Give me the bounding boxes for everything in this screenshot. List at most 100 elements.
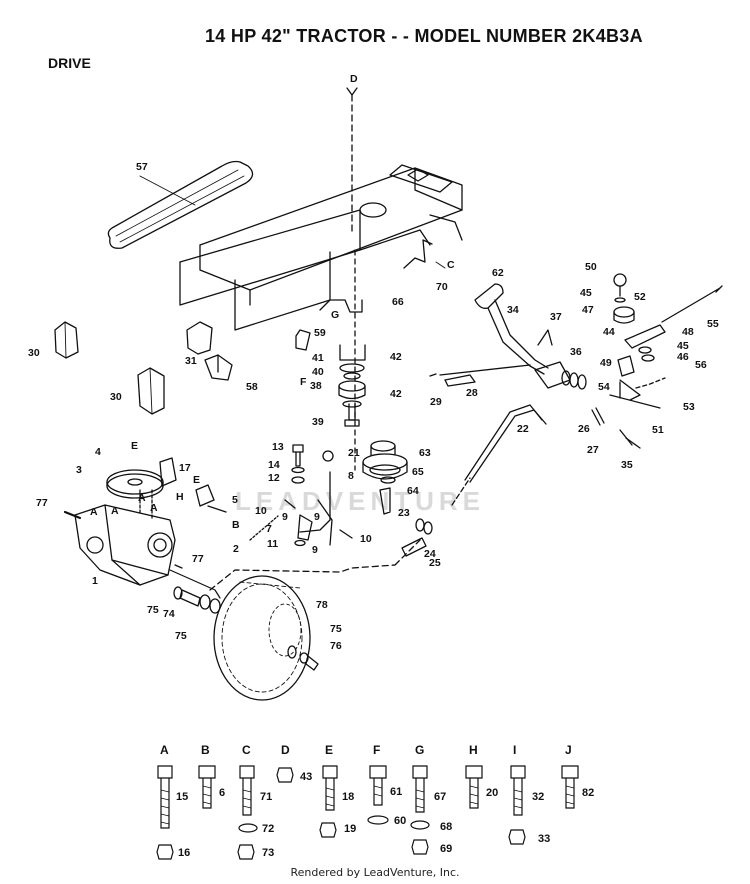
callout-A: A (138, 492, 146, 504)
callout-45: 45 (580, 287, 592, 299)
callout-46: 46 (677, 351, 689, 363)
callout-36: 36 (570, 346, 582, 358)
callout-14: 14 (268, 459, 280, 471)
hardware-bolt-20: 20 (486, 787, 498, 799)
callout-57: 57 (136, 161, 148, 173)
hardware-letter-H: H (469, 743, 478, 757)
callout-47: 47 (582, 304, 594, 316)
callout-A: A (90, 506, 98, 518)
hardware-bolt-6: 6 (219, 787, 225, 799)
callout-54: 54 (598, 381, 610, 393)
callout-G: G (331, 309, 339, 321)
callout-22: 22 (517, 423, 529, 435)
callout-3: 3 (76, 464, 82, 476)
callout-62: 62 (492, 267, 504, 279)
callout-63: 63 (419, 447, 431, 459)
callout-39: 39 (312, 416, 324, 428)
callout-42: 42 (390, 351, 402, 363)
footer-credit: Rendered by LeadVenture, Inc. (290, 866, 460, 879)
watermark: LEADVENTURE (235, 486, 486, 516)
hardware-letter-I: I (513, 743, 516, 757)
callout-74: 74 (163, 608, 175, 620)
callout-42: 42 (390, 388, 402, 400)
hardware-bolt-61: 61 (390, 786, 402, 798)
callout-51: 51 (652, 424, 664, 436)
hardware-nut-19: 19 (344, 823, 356, 835)
callout-34: 34 (507, 304, 519, 316)
callout-26: 26 (578, 423, 590, 435)
callout-77: 77 (36, 497, 48, 509)
callout-35: 35 (621, 459, 633, 471)
callout-A: A (150, 502, 158, 514)
callout-53: 53 (683, 401, 695, 413)
callout-30: 30 (110, 391, 122, 403)
callout-8: 8 (348, 470, 354, 482)
callout-76: 76 (330, 640, 342, 652)
callout-45: 45 (677, 340, 689, 352)
callout-H: H (176, 491, 184, 503)
callout-28: 28 (466, 387, 478, 399)
hardware-letter-F: F (373, 743, 380, 757)
hardware-letter-C: C (242, 743, 251, 757)
hardware-washer-60: 60 (394, 815, 406, 827)
hardware-bolt-67: 67 (434, 791, 446, 803)
callout-E: E (193, 474, 200, 486)
hardware-nut-69: 69 (440, 843, 452, 855)
callout-77: 77 (192, 553, 204, 565)
hardware-nut-33: 33 (538, 833, 550, 845)
section-label: DRIVE (48, 55, 91, 71)
callout-41: 41 (312, 352, 324, 364)
hardware-letter-G: G (415, 743, 424, 757)
hardware-bolt-18: 18 (342, 791, 354, 803)
callout-10: 10 (360, 533, 372, 545)
hardware-bolt-15: 15 (176, 791, 188, 803)
callout-17: 17 (179, 462, 191, 474)
callout-7: 7 (266, 523, 272, 535)
line-art (54, 87, 723, 701)
callout-B: B (232, 519, 240, 531)
callout-59: 59 (314, 327, 326, 339)
callout-27: 27 (587, 444, 599, 456)
callout-12: 12 (268, 472, 280, 484)
callout-29: 29 (430, 396, 442, 408)
callout-C: C (447, 259, 455, 271)
callout-F: F (300, 376, 307, 388)
callout-49: 49 (600, 357, 612, 369)
callout-21: 21 (348, 447, 360, 459)
hardware-letter-A: A (160, 743, 169, 757)
hardware-bolt-71: 71 (260, 791, 272, 803)
callout-9: 9 (312, 544, 318, 556)
hardware-letter-J: J (565, 743, 572, 757)
callout-58: 58 (246, 381, 258, 393)
callout-48: 48 (682, 326, 694, 338)
hardware-key: A1516B6C717273D43E1819F6160G676869H20I32… (160, 743, 594, 859)
diagram-title: 14 HP 42" TRACTOR - - MODEL NUMBER 2K4B3… (205, 26, 643, 46)
callout-38: 38 (310, 380, 322, 392)
callout-D: D (350, 73, 358, 85)
callout-24: 24 (424, 548, 436, 560)
callout-13: 13 (272, 441, 284, 453)
callout-9: 9 (314, 511, 320, 523)
callout-66: 66 (392, 296, 404, 308)
callout-75: 75 (147, 604, 159, 616)
hardware-nut-43: 43 (300, 771, 312, 783)
hardware-nut-16: 16 (178, 847, 190, 859)
callout-75: 75 (175, 630, 187, 642)
callout-44: 44 (603, 326, 615, 338)
callout-9: 9 (282, 511, 288, 523)
callout-30: 30 (28, 347, 40, 359)
callout-E: E (131, 440, 138, 452)
hardware-letter-D: D (281, 743, 290, 757)
callout-52: 52 (634, 291, 646, 303)
callout-70: 70 (436, 281, 448, 293)
callout-4: 4 (95, 446, 101, 458)
callout-23: 23 (398, 507, 410, 519)
callout-25: 25 (429, 557, 441, 569)
callout-55: 55 (707, 318, 719, 330)
callout-65: 65 (412, 466, 424, 478)
callout-75: 75 (330, 623, 342, 635)
callout-64: 64 (407, 485, 419, 497)
callout-1: 1 (92, 575, 98, 587)
